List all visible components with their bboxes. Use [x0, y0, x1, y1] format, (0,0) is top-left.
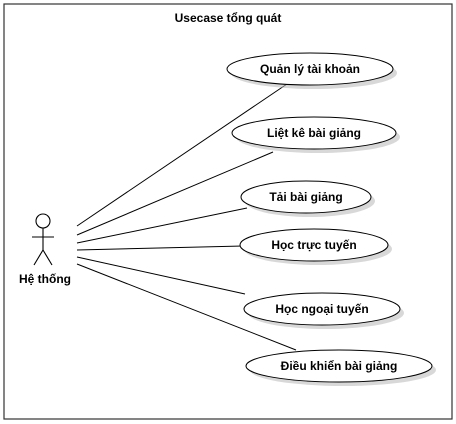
- usecase-quan-ly-tai-khoan[interactable]: Quản lý tài khoản: [226, 52, 397, 89]
- stick-figure-icon: [32, 213, 54, 266]
- usecase-tai-bai-giang[interactable]: Tải bài giảng: [240, 180, 375, 217]
- association-hoc-ngoai-tuyen: [76, 256, 246, 295]
- association-hoc-truc-tuyen: [76, 245, 244, 251]
- usecase-label: Liệt kê bài giảng: [267, 126, 361, 140]
- system-boundary: [3, 3, 453, 420]
- usecase-label: Học trực tuyến: [271, 238, 356, 252]
- associations: [76, 83, 297, 351]
- actor-he-thong[interactable]: Hệ thống: [19, 213, 71, 286]
- usecase-label: Điều khiển bài giảng: [281, 359, 398, 373]
- usecase-hoc-truc-tuyen[interactable]: Học trực tuyến: [239, 228, 392, 265]
- usecase-liet-ke-bai-giang[interactable]: Liệt kê bài giảng: [231, 116, 400, 153]
- diagram-title: Usecase tổng quát: [175, 11, 282, 25]
- usecase-label: Tải bài giảng: [269, 190, 342, 204]
- association-dieu-khien-bai-giang: [76, 263, 297, 351]
- association-tai-bai-giang: [76, 207, 248, 244]
- actor-label: Hệ thống: [19, 272, 71, 286]
- usecase-hoc-ngoai-tuyen[interactable]: Học ngoại tuyến: [243, 292, 404, 329]
- usecase-label: Quản lý tài khoản: [260, 62, 360, 76]
- usecase-label: Học ngoại tuyến: [275, 302, 368, 316]
- usecase-dieu-khien-bai-giang[interactable]: Điều khiển bài giảng: [245, 349, 436, 386]
- association-liet-ke-bai-giang: [76, 151, 274, 236]
- association-quan-ly-tai-khoan: [76, 83, 288, 227]
